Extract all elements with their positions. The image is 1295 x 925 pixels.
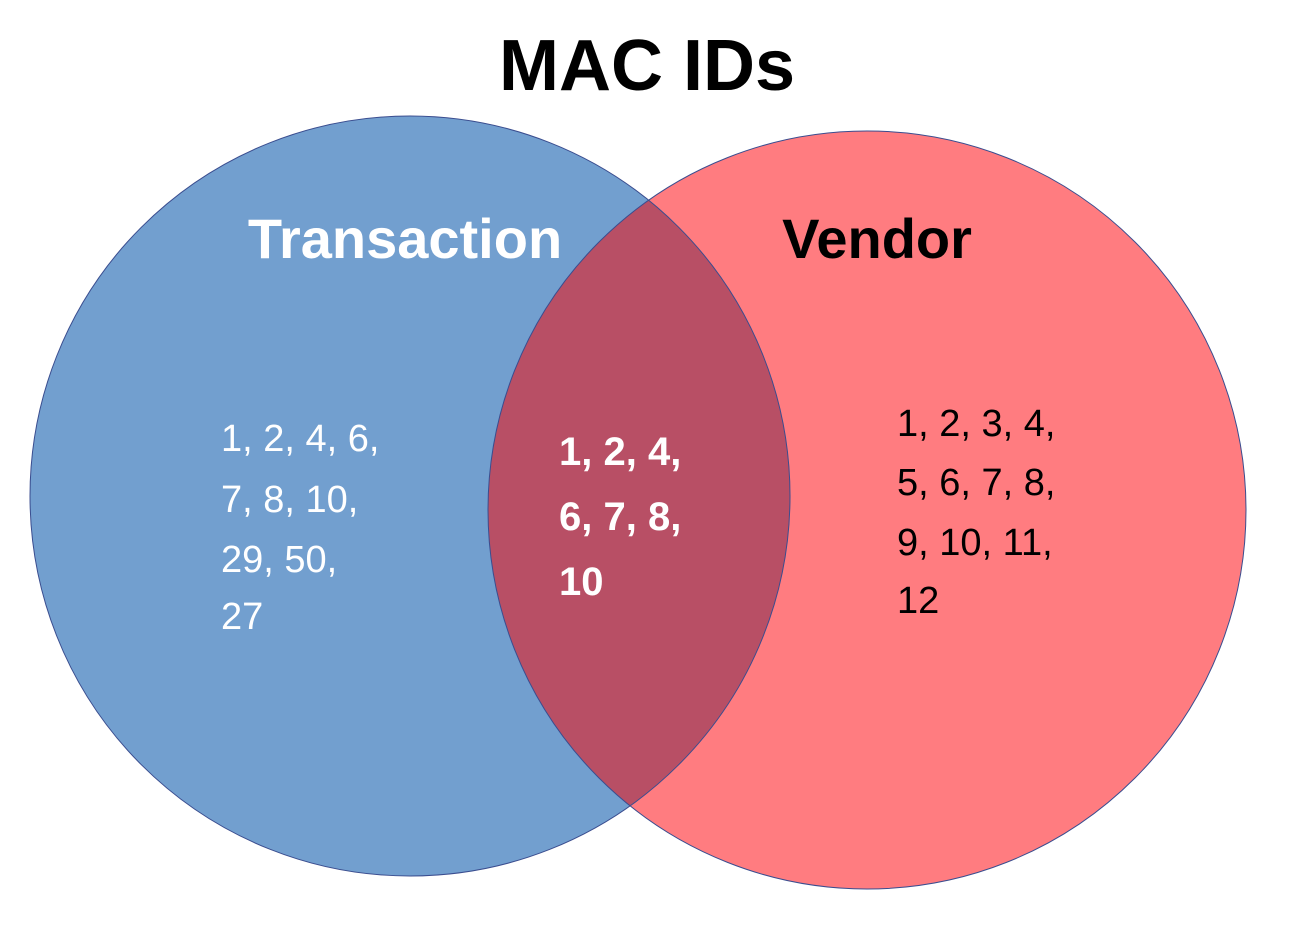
vendor-members-line: 9, 10, 11,: [897, 522, 1053, 564]
overlap-members-line: 6, 7, 8,: [559, 495, 681, 539]
overlap-members-line: 10: [559, 560, 604, 604]
vendor-members-line: 12: [897, 580, 939, 622]
vendor-circle-outline: [487, 130, 1247, 890]
overlap-region: [488, 131, 790, 876]
transaction-members: 1, 2, 4, 6, 7, 8, 10, 29, 50, 27: [221, 418, 379, 638]
transaction-members-line: 29, 50,: [221, 539, 337, 581]
diagram-title: MAC IDs: [499, 26, 795, 106]
vendor-members-line: 1, 2, 3, 4,: [897, 403, 1055, 445]
transaction-members-line: 1, 2, 4, 6,: [221, 418, 379, 460]
vendor-members-line: 5, 6, 7, 8,: [897, 462, 1055, 504]
overlap-members: 1, 2, 4, 6, 7, 8, 10: [559, 430, 681, 604]
transaction-members-line: 27: [221, 596, 263, 638]
vendor-members: 1, 2, 3, 4, 5, 6, 7, 8, 9, 10, 11, 12: [897, 403, 1055, 622]
vendor-label: Vendor: [782, 207, 972, 270]
transaction-circle-outline: [29, 115, 791, 877]
transaction-members-line: 7, 8, 10,: [221, 479, 358, 521]
overlap-members-line: 1, 2, 4,: [559, 430, 681, 474]
transaction-label: Transaction: [248, 207, 562, 270]
